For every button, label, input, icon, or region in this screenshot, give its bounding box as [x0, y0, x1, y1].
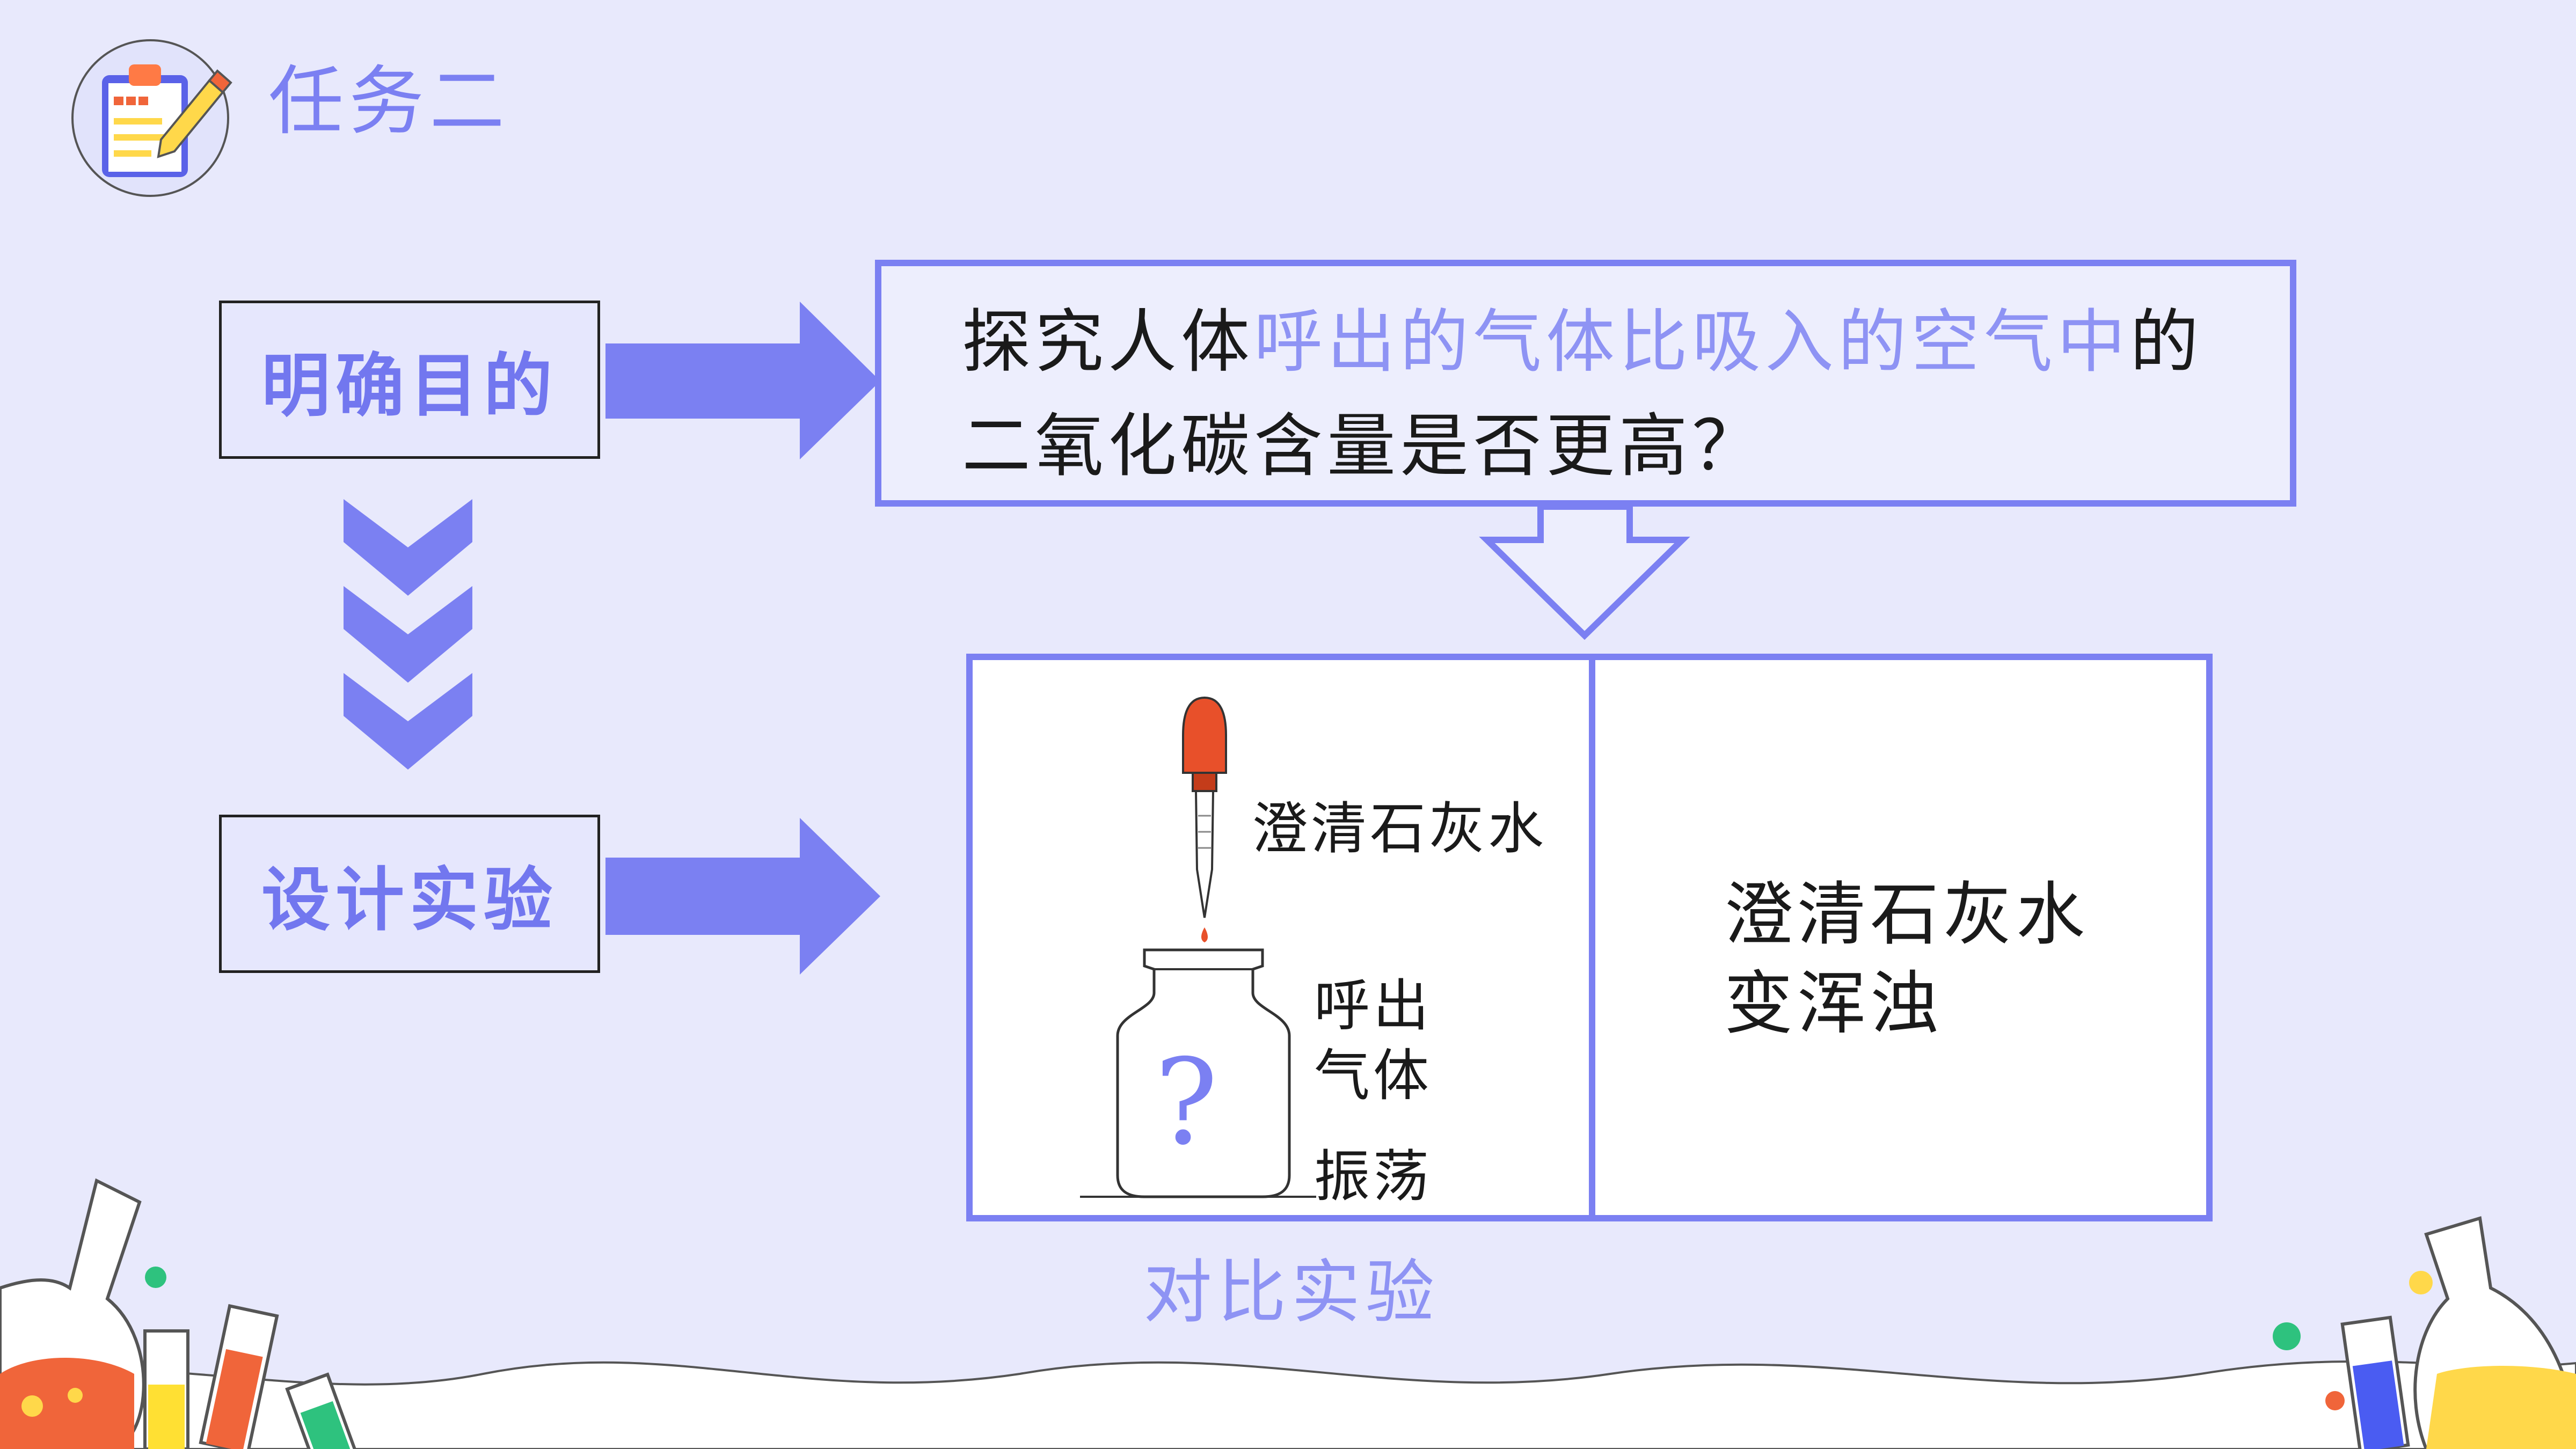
right-arrow-icon: [605, 302, 880, 459]
gas-bottle-icon: [1080, 948, 1316, 1198]
gas-label-line-2: 气体: [1314, 1043, 1433, 1108]
lab-glassware-right-icon: [2273, 1216, 2576, 1449]
question-line-1: 探究人体呼出的气体比吸入的空气中的: [962, 302, 2203, 382]
result-line-2: 变浑浊: [1724, 964, 1944, 1044]
page-title: 任务二: [268, 58, 510, 145]
bottle-question-mark: ?: [1155, 1034, 1218, 1171]
result-text: 澄清石灰水 变浑浊: [1724, 870, 2089, 1049]
clipboard-pencil-icon: [71, 39, 232, 197]
chevron-down-icon: [344, 499, 472, 770]
step-design-experiment: 设计实验: [219, 815, 600, 973]
action-label: 振荡: [1314, 1144, 1433, 1209]
question-line-2: 二氧化碳含量是否更高？: [962, 406, 1765, 486]
question-highlight: 呼出的气体比吸入的空气中: [1254, 302, 2130, 382]
bottom-wave: [0, 1360, 2576, 1449]
right-arrow-icon: [605, 818, 880, 975]
reagent-label: 澄清石灰水: [1252, 796, 1548, 861]
experiment-caption: 对比实验: [1143, 1253, 1440, 1333]
research-question-box: 探究人体呼出的气体比吸入的空气中的 二氧化碳含量是否更高？: [875, 260, 2296, 507]
dropper-icon: [1182, 696, 1227, 942]
experiment-table: ? 澄清石灰水 呼出 气体 振荡 澄清石灰水 变浑浊: [966, 654, 2213, 1221]
down-arrow-icon: [1479, 503, 1690, 640]
gas-label-line-1: 呼出: [1314, 973, 1433, 1038]
table-divider: [1589, 660, 1595, 1215]
result-line-1: 澄清石灰水: [1724, 875, 2090, 955]
step-define-goal: 明确目的: [219, 301, 600, 459]
lab-glassware-left-icon: [0, 1178, 367, 1449]
dropper-and-bottle-illustration: ?: [1080, 696, 1316, 1198]
